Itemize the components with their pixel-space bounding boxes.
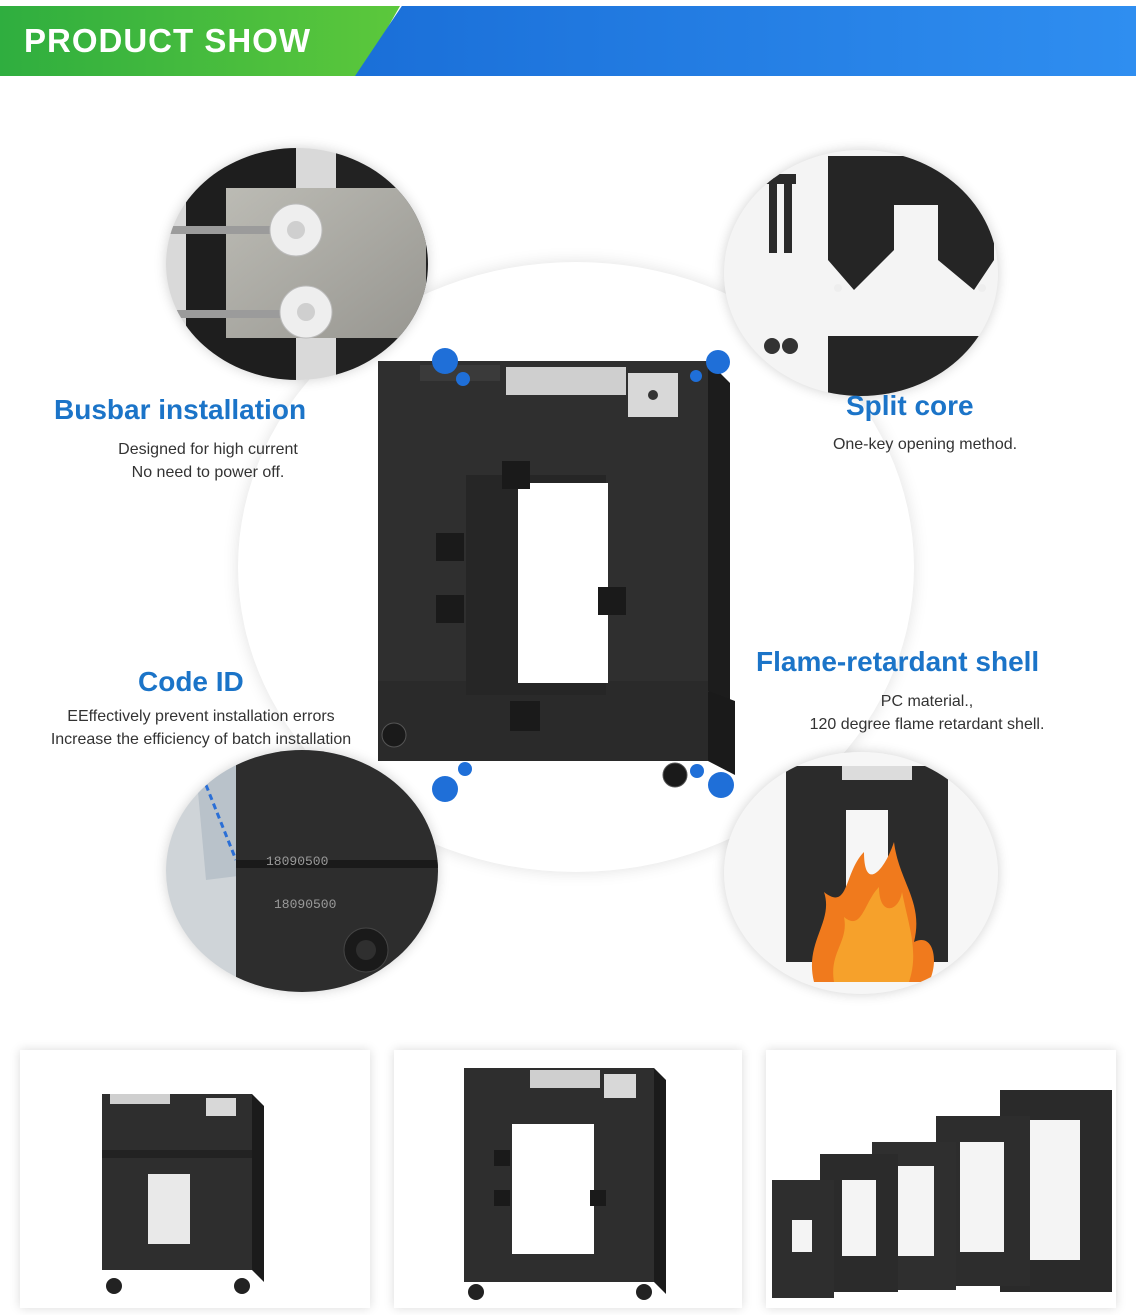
busbar-installation-desc: Designed for high current No need to pow… [78,438,338,484]
busbar-photo-illustration [166,148,428,380]
code-label-top: 18090500 [266,854,328,869]
medium-ct-illustration [464,1068,666,1300]
code-id-title: Code ID [138,666,244,697]
code-label-bottom: 18090500 [274,897,336,912]
accent-dot [432,348,458,374]
code-desc-line1: EEffectively prevent installation errors [67,708,335,725]
busbar-photo [166,148,428,380]
busbar-desc-line1: Designed for high current [118,441,298,458]
thumbnail-small-ct [20,1050,370,1308]
current-transformer-main [378,361,735,788]
code-desc-line2: Increase the efficiency of batch install… [50,731,352,748]
accent-dot [690,370,702,382]
flame-illustration [724,752,998,994]
accent-dot [432,776,458,802]
accent-dot [708,772,734,798]
code-id-illustration: 18090500 18090500 [166,750,438,992]
flame-retardant-desc: PC material., 120 degree flame retardant… [772,690,1082,736]
code-id-desc: EEffectively prevent installation errors… [6,705,396,751]
flame-retardant-photo [724,752,998,994]
split-core-photo [724,150,998,396]
thumbnail-ct-range [766,1050,1116,1308]
accent-dot [706,350,730,374]
split-desc-line1: One-key opening method. [832,436,1018,453]
product-show-banner: PRODUCT SHOW [0,0,1136,82]
accent-dot [458,762,472,776]
split-core-illustration [724,150,998,396]
small-ct-illustration [102,1094,264,1294]
busbar-desc-line2: No need to power off. [131,464,285,481]
busbar-installation-title: Busbar installation [54,394,307,425]
code-id-photo: 18090500 18090500 [166,750,438,992]
banner-title: PRODUCT SHOW [24,22,311,59]
flame-desc-line1: PC material., [880,693,974,710]
banner-blue-segment [355,6,1136,76]
split-core-title: Split core [846,390,974,421]
flame-desc-line2: 120 degree flame retardant shell. [809,716,1045,733]
split-core-desc: One-key opening method. [800,433,1050,456]
accent-dot [456,372,470,386]
flame-retardant-title: Flame-retardant shell [756,646,1040,677]
ct-range-illustration [772,1090,1112,1298]
banner-green-segment [0,6,400,76]
accent-dot [690,764,704,778]
thumbnail-medium-ct [394,1050,742,1308]
